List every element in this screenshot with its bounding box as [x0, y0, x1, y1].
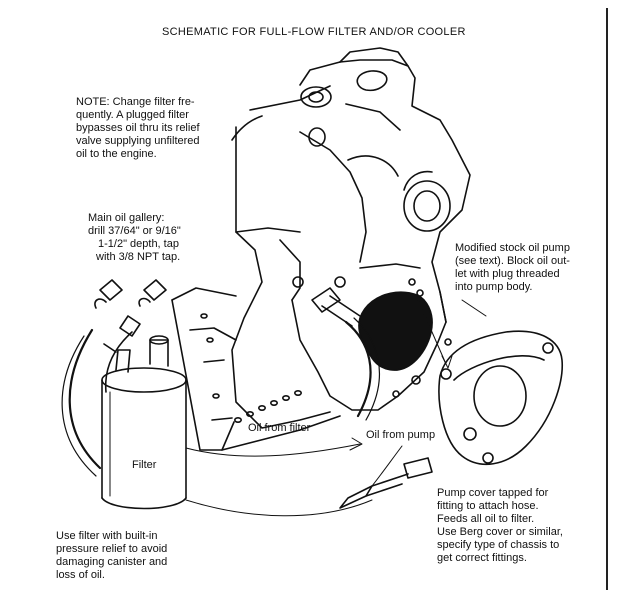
gallery-fitting-drawing [311, 287, 361, 327]
oil-pan-drawing [171, 287, 341, 451]
gallery-line: drill 37/64" or 9/16" [88, 225, 181, 237]
note-line: quently. A plugged filter [76, 109, 189, 121]
pump-line: let with plug threaded [455, 268, 560, 280]
timing-cover-drawing [291, 291, 452, 411]
loose-fittings-drawing [94, 279, 167, 337]
oil-from-filter-label: Oil from filter [248, 422, 311, 434]
page-edge [606, 8, 608, 590]
hose-to-filter-left [68, 328, 102, 470]
pump-line: Modified stock oil pump [455, 242, 570, 254]
oil-from-pump-label: Oil from pump [366, 429, 436, 441]
filter-canister-drawing [101, 335, 187, 510]
pump-fitting-drawing [339, 457, 433, 509]
pump-line: into pump body. [455, 281, 533, 293]
flow-arrow-from-pump [371, 445, 403, 487]
gallery-line: Main oil gallery: [88, 212, 165, 224]
hose-to-filter-left-inner [61, 335, 97, 477]
hose-to-filter-mid [104, 331, 133, 393]
use-filter-line: Use filter with built-in [56, 530, 158, 542]
flow-arrow-from-filter [185, 443, 361, 457]
use-filter-line: loss of oil. [56, 569, 105, 581]
cover-line: fitting to attach hose. [437, 500, 539, 512]
note-line: NOTE: Change filter fre- [76, 96, 195, 108]
gallery-line: with 3/8 NPT tap. [96, 251, 181, 263]
pump-line: (see text). Block oil out- [455, 255, 570, 267]
use-filter-line: damaging canister and [56, 556, 168, 568]
flow-arrow-head-filter [349, 437, 363, 451]
cover-line: Use Berg cover or similar, [437, 526, 563, 538]
cover-line: specify type of chassis to [437, 539, 560, 551]
use-filter-line: pressure relief to avoid [56, 543, 168, 555]
cover-line: Pump cover tapped for [437, 487, 549, 499]
diagram-title: SCHEMATIC FOR FULL-FLOW FILTER AND/OR CO… [162, 26, 466, 38]
cover-line: Feeds all oil to filter. [437, 513, 535, 525]
flow-arrow-to-filter-bottom [185, 499, 373, 517]
oil-pump-cover-drawing [417, 299, 563, 465]
hose-oil-from-filter [344, 320, 372, 418]
note-line: valve supplying unfiltered [76, 135, 200, 147]
engine-block-drawing [231, 47, 471, 429]
filter-label: Filter [132, 459, 157, 471]
cover-line: get correct fittings. [437, 552, 527, 564]
gallery-line: 1-1/2" depth, tap [98, 238, 179, 250]
note-line: bypasses oil thru its relief [76, 122, 200, 134]
note-line: oil to the engine. [76, 148, 157, 160]
hose-oil-from-filter-inner [353, 317, 380, 421]
